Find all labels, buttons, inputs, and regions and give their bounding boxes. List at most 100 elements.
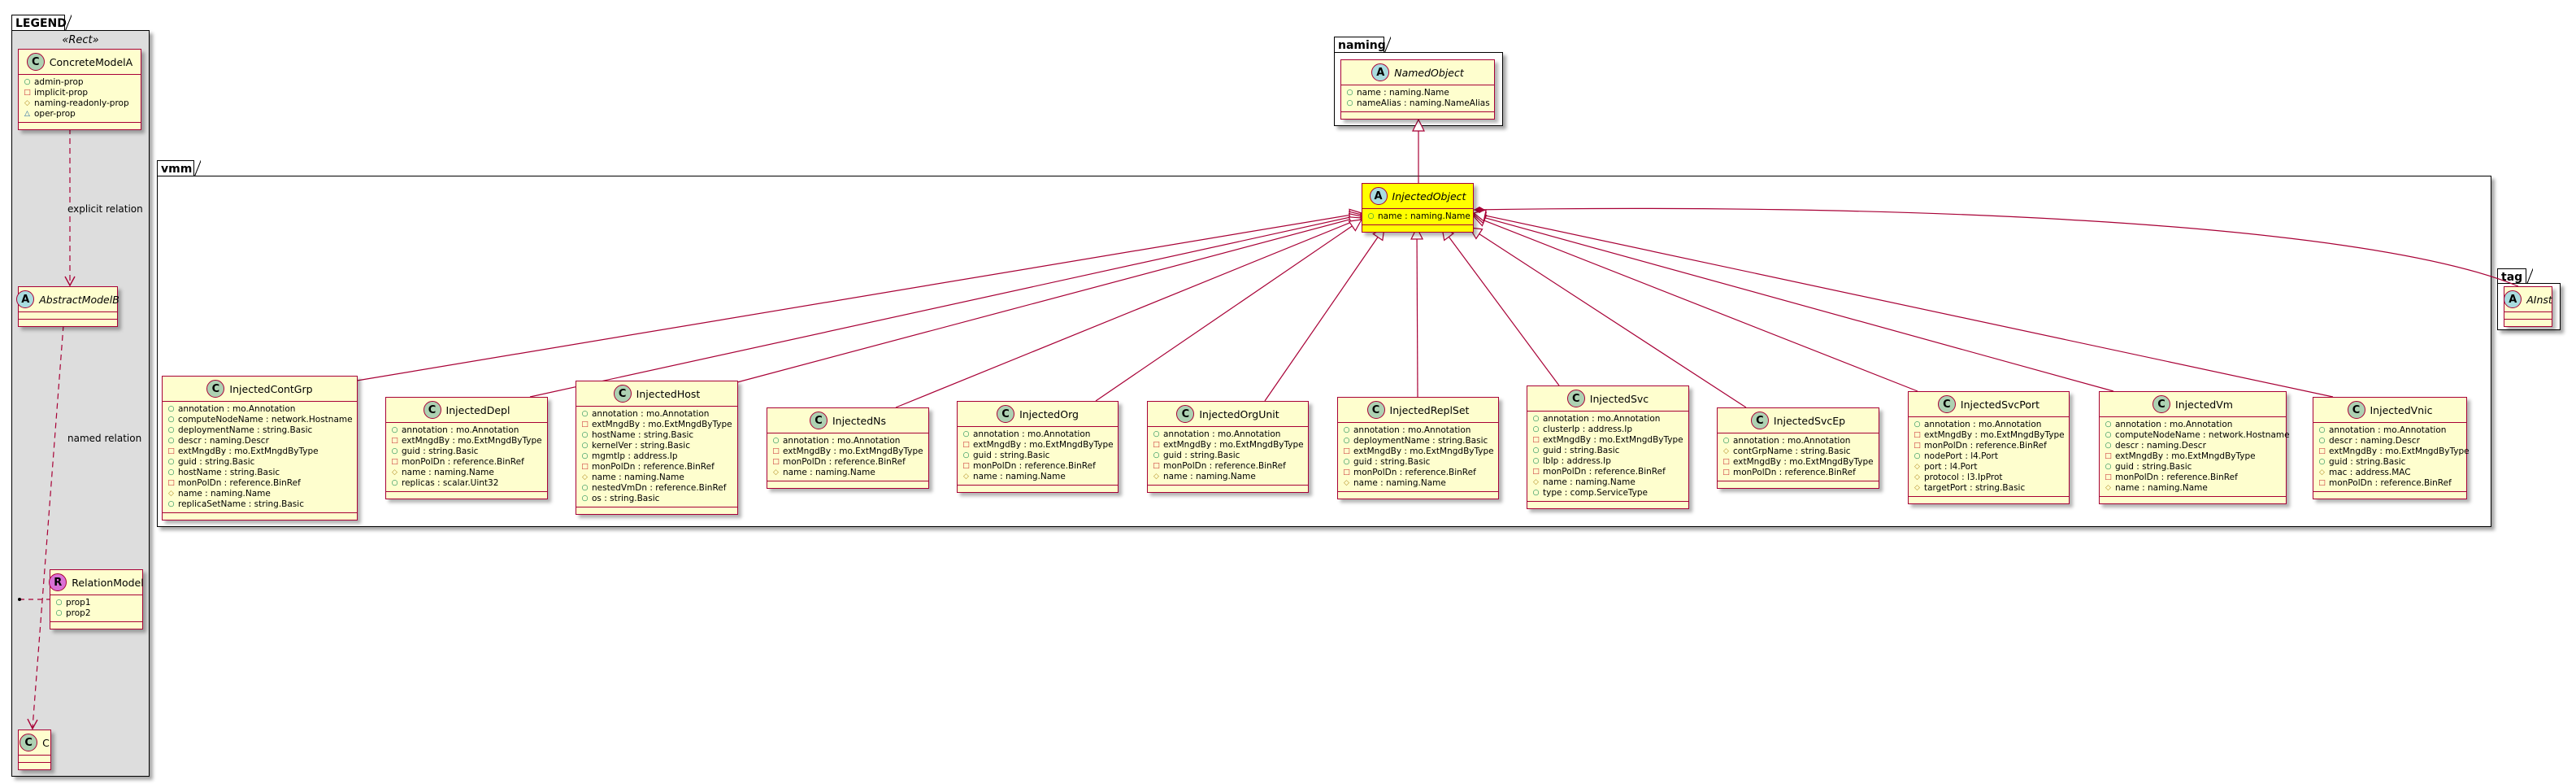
package-visibility-icon: △	[24, 110, 30, 118]
public-visibility-icon: ○	[1532, 415, 1540, 423]
attribute-row: ○annotation : mo.Annotation	[581, 409, 734, 420]
public-visibility-icon: ○	[1346, 89, 1353, 97]
attribute-text: extMngdBy : mo.ExtMngdByType	[1543, 435, 1683, 445]
attribute-text: guid : string.Basic	[973, 451, 1050, 460]
class-relation-model[interactable]: R RelationModel ○prop1○prop2	[49, 569, 144, 629]
attribute-row: ○prop2	[55, 608, 139, 619]
attribute-row: ○admin-prop	[24, 77, 137, 88]
public-visibility-icon: ○	[1532, 425, 1540, 433]
class-badge-icon: C	[206, 380, 225, 398]
attribute-text: annotation : mo.Annotation	[2329, 425, 2447, 435]
attribute-row: ○lbIp : address.Ip	[1532, 456, 1685, 467]
attribute-text: protocol : l3.IpProt	[1924, 473, 2003, 482]
public-visibility-icon: ○	[167, 426, 175, 434]
attribute-row: □monPolDn : reference.BinRef	[772, 457, 925, 468]
public-visibility-icon: ○	[2318, 437, 2326, 445]
attribute-row: □monPolDn : reference.BinRef	[1722, 468, 1875, 478]
attribute-row: □extMngdBy : mo.ExtMngdByType	[772, 446, 925, 457]
class-name: RelationModel	[72, 576, 144, 589]
public-visibility-icon: ○	[1532, 446, 1540, 455]
attribute-text: monPolDn : reference.BinRef	[592, 462, 715, 472]
abstract-class-badge-icon: A	[2504, 290, 2522, 308]
attribute-row: □monPolDn : reference.BinRef	[581, 462, 734, 473]
attribute-text: nameAlias : naming.NameAlias	[1357, 98, 1490, 108]
class-name: InjectedVm	[2175, 398, 2233, 411]
attribute-text: annotation : mo.Annotation	[783, 436, 901, 446]
protected-visibility-icon: ◇	[1344, 479, 1349, 487]
public-visibility-icon: ○	[1532, 457, 1540, 465]
attribute-text: extMngdBy : mo.ExtMngdByType	[2329, 446, 2470, 456]
class-badge-icon: C	[423, 401, 441, 419]
protected-visibility-icon: ◇	[963, 473, 969, 481]
public-visibility-icon: ○	[391, 479, 398, 487]
public-visibility-icon: ○	[772, 437, 780, 445]
attribute-text: name : naming.Name	[973, 472, 1066, 481]
attribute-text: annotation : mo.Annotation	[1353, 425, 1471, 435]
public-visibility-icon: ○	[2318, 458, 2326, 466]
private-visibility-icon: □	[1532, 436, 1540, 444]
protected-visibility-icon: ◇	[1533, 478, 1539, 486]
attribute-row: ○annotation : mo.Annotation	[167, 404, 354, 415]
attribute-text: kernelVer : string.Basic	[592, 441, 690, 451]
attribute-text: guid : string.Basic	[2329, 457, 2406, 467]
class-name: InjectedVnic	[2370, 403, 2433, 416]
protected-visibility-icon: ◇	[1914, 473, 1920, 481]
attribute-text: annotation : mo.Annotation	[1733, 436, 1851, 446]
public-visibility-icon: ○	[2105, 420, 2112, 429]
attribute-text: extMngdBy : mo.ExtMngdByType	[1924, 430, 2065, 440]
attribute-row: □extMngdBy : mo.ExtMngdByType	[1722, 457, 1875, 468]
relation-badge-icon: R	[49, 573, 67, 591]
class-name: InjectedContGrp	[229, 382, 313, 395]
public-visibility-icon: ○	[391, 447, 398, 455]
protected-visibility-icon: ◇	[168, 490, 174, 498]
public-visibility-icon: ○	[581, 410, 589, 418]
protected-visibility-icon: ◇	[2319, 468, 2325, 477]
class-injected-cont-grp[interactable]: C InjectedContGrp ○annotation : mo.Annotat…	[162, 376, 358, 520]
attribute-text: monPolDn : reference.BinRef	[1733, 468, 1856, 477]
attribute-row: ○annotation : mo.Annotation	[1343, 425, 1495, 436]
private-visibility-icon: □	[2105, 452, 2112, 460]
attribute-row: ○kernelVer : string.Basic	[581, 441, 734, 451]
attribute-row: ◇ protocol : l3.IpProt	[1914, 473, 2066, 483]
attribute-row: ○prop1	[55, 598, 139, 608]
attribute-row: ○descr : naming.Descr	[2318, 436, 2463, 446]
public-visibility-icon: ○	[581, 442, 589, 450]
attribute-row: □monPolDn : reference.BinRef	[167, 478, 354, 489]
attribute-row: ○annotation : mo.Annotation	[2105, 420, 2283, 430]
attribute-row: ○mgmtIp : address.Ip	[581, 451, 734, 462]
protected-visibility-icon: ◇	[2105, 484, 2111, 492]
attribute-text: os : string.Basic	[592, 494, 660, 503]
class-badge-icon: C	[20, 734, 38, 751]
private-visibility-icon: □	[581, 420, 589, 429]
public-visibility-icon: ○	[1343, 458, 1350, 466]
class-name: InjectedHost	[636, 387, 701, 400]
attribute-row: ○clusterIp : address.Ip	[1532, 425, 1685, 435]
private-visibility-icon: □	[1343, 447, 1350, 455]
public-visibility-icon: ○	[962, 451, 970, 460]
private-visibility-icon: □	[2318, 479, 2326, 487]
attribute-text: extMngdBy : mo.ExtMngdByType	[1163, 440, 1304, 450]
attribute-row: □monPolDn : reference.BinRef	[962, 461, 1114, 472]
private-visibility-icon: □	[167, 479, 175, 487]
attribute-row: ○name : naming.Name	[1367, 211, 1470, 222]
tag-package-tab: tag	[2497, 268, 2533, 285]
private-visibility-icon: □	[167, 447, 175, 455]
attribute-text: guid : string.Basic	[1163, 451, 1240, 460]
